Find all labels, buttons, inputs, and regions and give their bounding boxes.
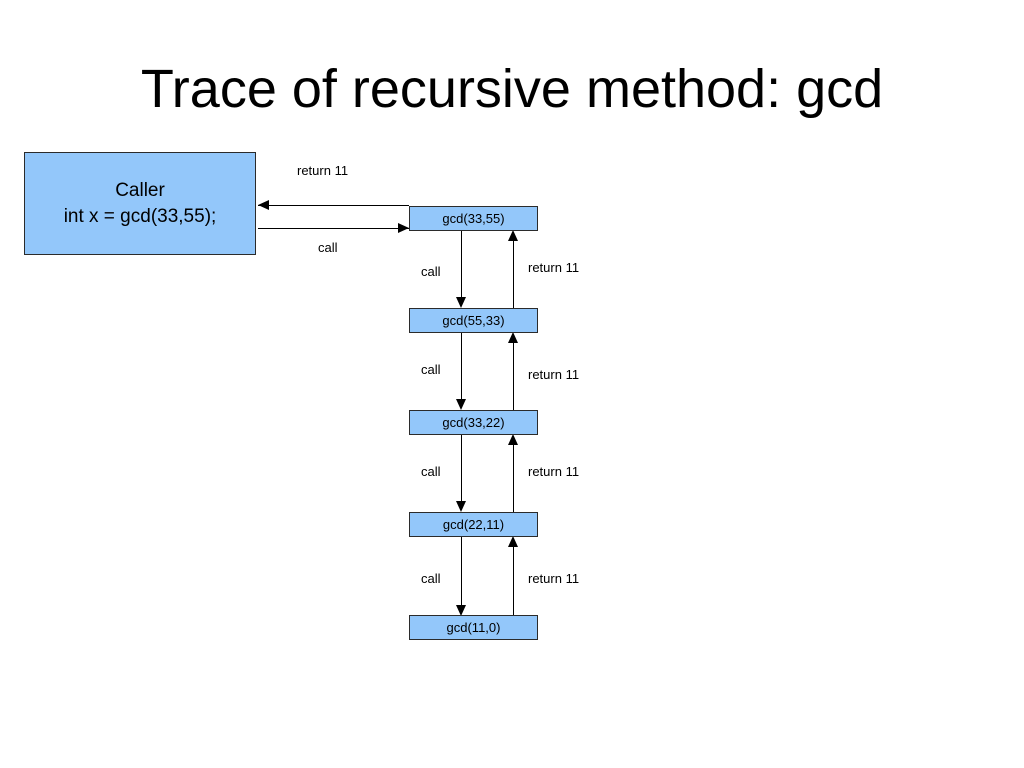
caller-name-label: Caller xyxy=(115,179,165,201)
return-arrowhead-4-icon xyxy=(508,536,518,547)
return-line-3 xyxy=(513,440,514,512)
caller-return-arrowhead-icon xyxy=(258,200,269,210)
frame-box-gcd-55-33: gcd(55,33) xyxy=(409,308,538,333)
return-label-1: return 11 xyxy=(528,260,580,275)
call-arrowhead-4-icon xyxy=(456,605,466,616)
caller-return-line xyxy=(258,205,409,206)
call-arrowhead-1-icon xyxy=(456,297,466,308)
call-arrowhead-2-icon xyxy=(456,399,466,410)
return-line-2 xyxy=(513,338,514,410)
return-label-4: return 11 xyxy=(528,571,580,586)
frame-label: gcd(33,55) xyxy=(442,211,505,226)
return-label-3: return 11 xyxy=(528,464,580,479)
frame-label: gcd(33,22) xyxy=(442,415,505,430)
caller-call-arrowhead-icon xyxy=(398,223,409,233)
frame-box-gcd-33-55: gcd(33,55) xyxy=(409,206,538,231)
frame-box-gcd-11-0: gcd(11,0) xyxy=(409,615,538,640)
caller-code-label: int x = gcd(33,55); xyxy=(63,205,217,227)
call-label-2: call xyxy=(421,362,441,377)
caller-box: Caller int x = gcd(33,55); xyxy=(24,152,256,255)
caller-call-line xyxy=(258,228,409,229)
frame-label: gcd(55,33) xyxy=(442,313,505,328)
return-label-2: return 11 xyxy=(528,367,580,382)
call-line-4 xyxy=(461,537,462,611)
return-arrowhead-1-icon xyxy=(508,230,518,241)
return-line-1 xyxy=(513,236,514,308)
call-line-2 xyxy=(461,333,462,405)
call-label-3: call xyxy=(421,464,441,479)
frame-label: gcd(11,0) xyxy=(446,620,501,635)
caller-call-label: call xyxy=(318,240,338,255)
call-label-1: call xyxy=(421,264,441,279)
call-line-1 xyxy=(461,231,462,303)
return-arrowhead-2-icon xyxy=(508,332,518,343)
return-arrowhead-3-icon xyxy=(508,434,518,445)
page-title: Trace of recursive method: gcd xyxy=(140,59,884,119)
frame-box-gcd-22-11: gcd(22,11) xyxy=(409,512,538,537)
call-label-4: call xyxy=(421,571,441,586)
frame-label: gcd(22,11) xyxy=(442,517,505,532)
call-arrowhead-3-icon xyxy=(456,501,466,512)
frame-box-gcd-33-22: gcd(33,22) xyxy=(409,410,538,435)
caller-return-label: return 11 xyxy=(297,163,349,178)
call-line-3 xyxy=(461,435,462,507)
return-line-4 xyxy=(513,542,514,616)
